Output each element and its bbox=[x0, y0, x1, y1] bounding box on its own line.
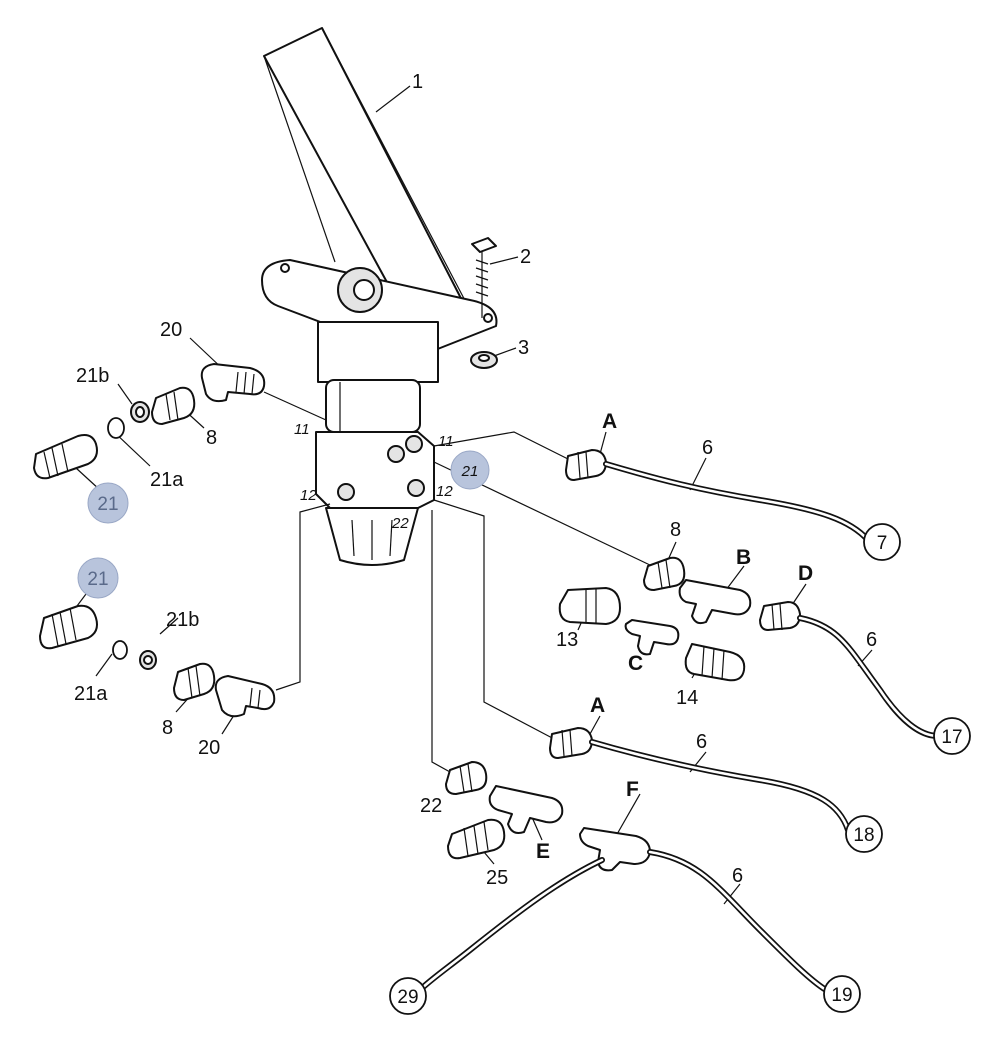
label-21b-bottom: 21b bbox=[166, 609, 199, 631]
highlight-21-top-label: 21 bbox=[97, 494, 118, 515]
label-14: 14 bbox=[676, 687, 698, 709]
adapter-8-bottom bbox=[173, 662, 216, 701]
svg-text:29: 29 bbox=[397, 987, 418, 1008]
ref-17: 17 bbox=[933, 717, 971, 755]
letter-D: D bbox=[798, 562, 813, 585]
tee-E bbox=[488, 785, 564, 834]
letter-A-top: A bbox=[602, 410, 617, 433]
svg-text:17: 17 bbox=[941, 727, 962, 748]
label-21b-top: 21b bbox=[76, 365, 109, 387]
label-3: 3 bbox=[518, 337, 529, 359]
label-6-middle: 6 bbox=[696, 731, 707, 753]
ref-18: 18 bbox=[845, 815, 883, 853]
label-20-bottom: 20 bbox=[198, 737, 220, 759]
elbow-20-top bbox=[200, 363, 266, 403]
label-6-bottom: 6 bbox=[732, 865, 743, 887]
label-8-top: 8 bbox=[206, 427, 217, 449]
letter-A-lower: A bbox=[590, 694, 605, 717]
tee-B bbox=[678, 579, 752, 625]
bolt-and-nut bbox=[470, 237, 498, 369]
tee-C bbox=[624, 619, 680, 656]
adapter-8-top bbox=[151, 386, 196, 425]
label-13: 13 bbox=[556, 629, 578, 651]
foot-pedal-valve bbox=[261, 27, 498, 566]
fitting-A-top bbox=[565, 449, 607, 481]
label-8-bottom: 8 bbox=[162, 717, 173, 739]
port-11-left: 11 bbox=[294, 421, 310, 438]
elbow-20-bottom bbox=[214, 675, 276, 718]
fitting-group-bottom bbox=[445, 761, 651, 872]
label-21a-bottom: 21a bbox=[74, 683, 108, 705]
label-21a-top: 21a bbox=[150, 469, 184, 491]
letter-labels: A B D C A F E bbox=[536, 410, 813, 863]
circled-references: 7 17 18 19 29 bbox=[389, 523, 971, 1015]
fitting-group-right bbox=[549, 449, 801, 759]
fitting-D bbox=[759, 601, 801, 631]
oring-21a-bottom bbox=[112, 640, 128, 660]
svg-text:18: 18 bbox=[853, 825, 874, 846]
label-6-right: 6 bbox=[866, 629, 877, 651]
connector-21-top bbox=[33, 434, 98, 480]
highlighted-callouts: 21 21 21 bbox=[77, 450, 490, 599]
svg-text:7: 7 bbox=[877, 533, 888, 554]
label-25: 25 bbox=[486, 867, 508, 889]
coupler-13 bbox=[558, 587, 621, 625]
bolt-head bbox=[471, 237, 497, 253]
label-6-top: 6 bbox=[702, 437, 713, 459]
fitting-group-bottom-left bbox=[39, 604, 276, 718]
ref-19: 19 bbox=[823, 975, 861, 1013]
label-20-top: 20 bbox=[160, 319, 182, 341]
adapter-22 bbox=[445, 761, 488, 795]
letter-B: B bbox=[736, 546, 751, 569]
oring-21a-top bbox=[107, 417, 125, 439]
letter-E: E bbox=[536, 840, 550, 863]
label-22: 22 bbox=[420, 795, 442, 817]
port-12-left: 12 bbox=[300, 487, 317, 504]
part-labels: 1 2 3 20 21b 8 21a 21b 21a 8 20 6 8 6 13… bbox=[74, 71, 877, 889]
port-11-right: 11 bbox=[438, 433, 454, 450]
highlight-21-port: 21 bbox=[450, 450, 490, 490]
ref-7: 7 bbox=[863, 523, 901, 561]
valve-upper-body bbox=[317, 321, 439, 383]
label-2: 2 bbox=[520, 246, 531, 268]
port-21-label: 21 bbox=[461, 463, 479, 480]
connector-21-bottom bbox=[39, 604, 98, 650]
port-22: 22 bbox=[391, 515, 409, 532]
coupler-14 bbox=[684, 643, 746, 682]
label-8-right: 8 bbox=[670, 519, 681, 541]
tee-F bbox=[579, 827, 651, 872]
adapter-8-right bbox=[643, 556, 686, 591]
letter-C: C bbox=[628, 652, 643, 675]
label-1: 1 bbox=[412, 71, 423, 93]
svg-text:19: 19 bbox=[831, 985, 852, 1006]
tubes bbox=[417, 461, 941, 993]
ref-29: 29 bbox=[389, 977, 427, 1015]
port-12-right: 12 bbox=[436, 483, 453, 500]
highlight-21-bottom: 21 bbox=[77, 557, 119, 599]
port-labels: 11 11 12 12 22 bbox=[294, 421, 454, 532]
letter-F: F bbox=[626, 778, 639, 801]
highlight-21-bottom-label: 21 bbox=[87, 569, 108, 590]
highlight-21-top: 21 bbox=[87, 482, 129, 524]
fitting-group-top-left bbox=[33, 363, 266, 480]
